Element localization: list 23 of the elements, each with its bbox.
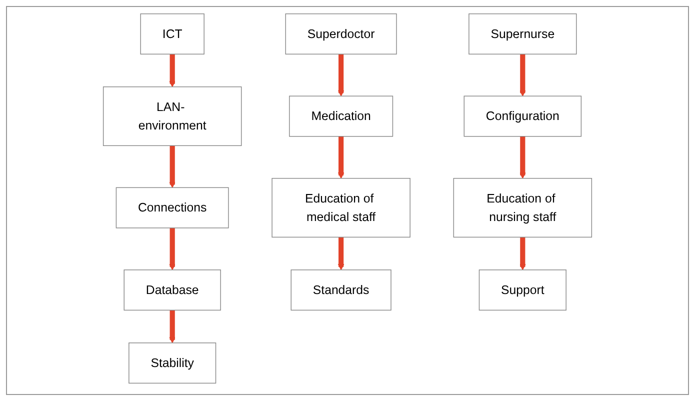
arrow xyxy=(519,236,526,270)
node-box: ICT xyxy=(140,12,204,54)
arrow xyxy=(169,54,176,87)
node-box: Support xyxy=(478,269,566,310)
node-box: Superdoctor xyxy=(285,12,397,54)
arrow xyxy=(338,236,344,270)
node-box: Database xyxy=(124,269,221,310)
node-box: LAN- environment xyxy=(102,86,242,146)
arrow xyxy=(169,227,176,270)
node-box: Education of nursing staff xyxy=(453,177,592,238)
node-box: Medication xyxy=(289,95,394,136)
arrow xyxy=(519,136,526,178)
node-box: Stability xyxy=(128,342,216,384)
arrow xyxy=(169,310,176,343)
arrow xyxy=(519,54,526,96)
node-box: Supernurse xyxy=(468,12,577,54)
arrow xyxy=(338,136,344,178)
node-box: Education of medical staff xyxy=(272,177,410,238)
node-box: Connections xyxy=(116,186,229,228)
node-box: Standards xyxy=(290,269,392,310)
arrow xyxy=(169,145,176,188)
node-box: Configuration xyxy=(464,95,582,136)
arrow xyxy=(338,54,344,96)
